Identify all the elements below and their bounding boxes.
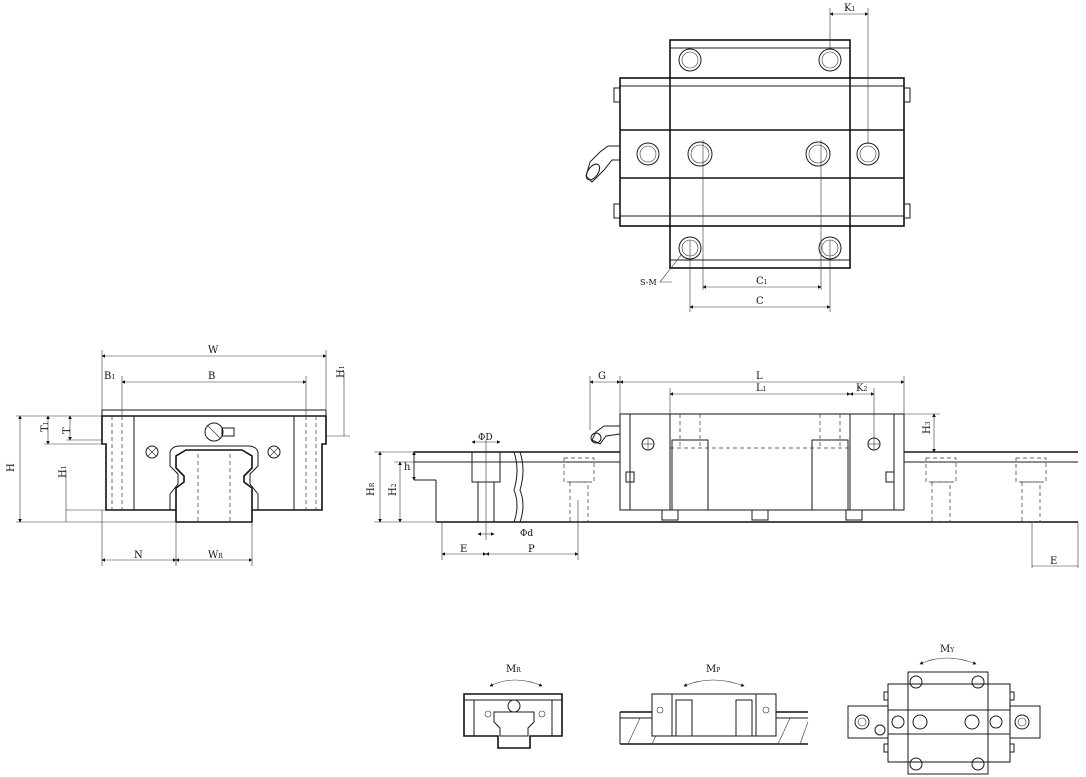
dim-c: C (756, 296, 764, 307)
label-mp: MP (706, 664, 720, 675)
dim-wr: WR (208, 550, 223, 561)
grease-nipple-icon (590, 425, 621, 445)
mounting-hole-icon (636, 48, 880, 260)
dim-t: T (62, 427, 73, 434)
dim-h2: H2 (388, 483, 399, 496)
dim-w: W (208, 345, 219, 356)
label-mr: MR (506, 664, 521, 675)
dim-k1: K1 (844, 3, 855, 14)
dim-phi-d-large: ΦD (478, 433, 493, 443)
screw-icon (145, 445, 281, 459)
moment-mp-diagram: MP (619, 664, 809, 745)
dim-p: P (528, 544, 535, 555)
dim-n: N (134, 550, 143, 561)
dim-l1: L1 (756, 383, 766, 394)
dim-h1-top: H1 (336, 365, 347, 378)
dim-h-small: h (404, 462, 411, 473)
dim-t1: T1 (40, 422, 51, 433)
side-view: L G L1 K2 H3 HR H2 h ΦD Φd E P E (366, 371, 1079, 568)
dim-b: B (208, 371, 215, 382)
front-view: W B B1 H H1 H1 T1 T N WR (6, 345, 350, 566)
dim-c1: C1 (756, 276, 767, 287)
dim-h1: H1 (58, 465, 69, 478)
dim-e: E (460, 544, 467, 555)
dim-s-m: S-M (640, 278, 657, 287)
dim-h: H (6, 463, 17, 472)
dim-hr: HR (366, 482, 377, 496)
grease-nipple-icon (585, 145, 620, 183)
dim-l: L (756, 371, 763, 382)
moment-my-diagram: MY (847, 644, 1041, 775)
dim-phi-d-small: Φd (520, 529, 533, 539)
dim-e-right: E (1050, 556, 1057, 567)
grease-nipple-icon (204, 422, 235, 442)
dim-b1: B1 (104, 371, 115, 382)
dim-h3: H3 (922, 421, 933, 434)
dim-k2: K2 (856, 383, 867, 394)
screw-icon (641, 437, 881, 451)
top-view: K1 C1 C S-M (585, 3, 911, 312)
label-my: MY (940, 644, 955, 655)
moment-mr-diagram: MR (463, 664, 563, 749)
dim-g: G (598, 371, 606, 382)
